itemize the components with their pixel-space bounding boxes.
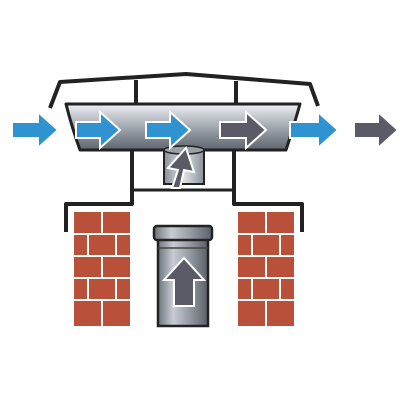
wind-in-arrow: [11, 109, 60, 151]
wind-through-arrow-2: [145, 109, 192, 151]
chimney-cowl-roof: [48, 72, 320, 109]
exhaust-draw-arrow: [219, 109, 268, 151]
right-brick-stack: [238, 212, 294, 326]
wind-through-arrow-1: [75, 109, 122, 151]
flue-exit-arrow: [166, 146, 196, 189]
chimney-collar: [64, 150, 304, 232]
flue-up-arrow: [161, 256, 207, 307]
wind-out-arrow: [289, 109, 340, 151]
left-brick-stack: [74, 212, 130, 326]
exhaust-out-arrow: [353, 109, 400, 151]
